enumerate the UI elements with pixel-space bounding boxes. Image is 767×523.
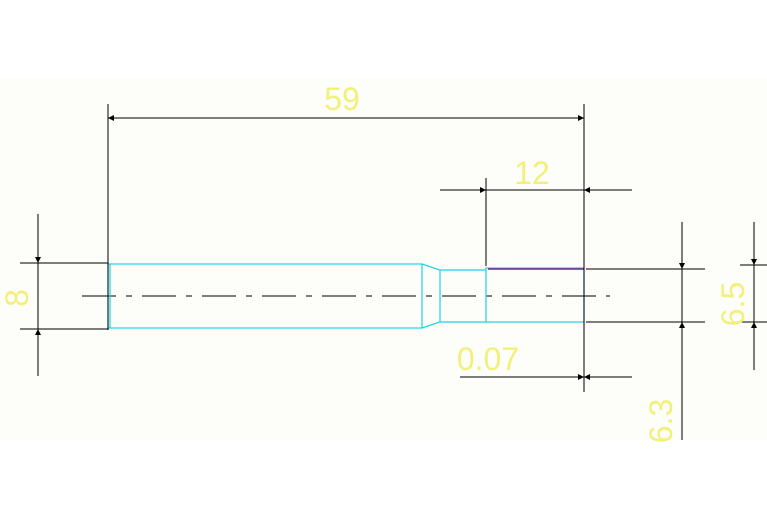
dim-line-right-top: [740, 222, 767, 370]
cad-viewport[interactable]: [0, 78, 767, 440]
extension-lines: [20, 104, 705, 392]
dim-text-right-top: 6.5: [715, 282, 751, 326]
dim-text-overall: 59: [324, 81, 360, 117]
dim-text-right-bottom: 6.3: [643, 399, 679, 443]
dim-text-clearance: 0.07: [457, 341, 519, 377]
dim-text-left-diameter: 8: [0, 289, 35, 307]
dim-text-segment: 12: [514, 155, 550, 191]
